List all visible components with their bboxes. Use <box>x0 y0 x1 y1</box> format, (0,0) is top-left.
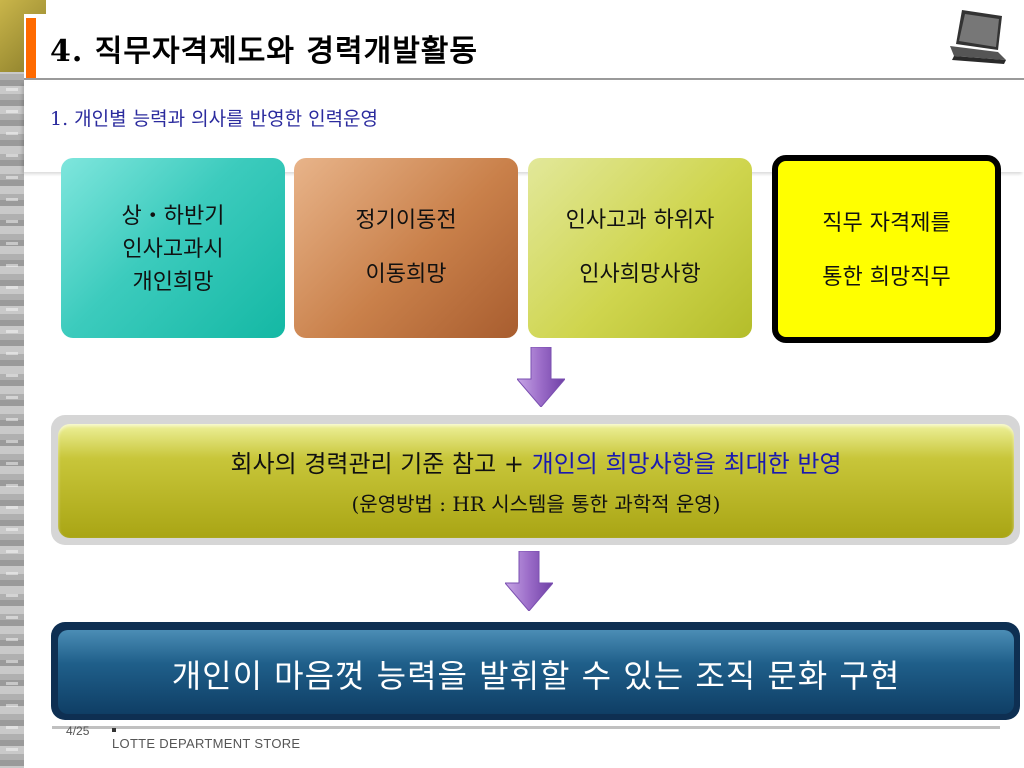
middle-box <box>58 424 1014 538</box>
laptop-icon <box>950 10 1006 64</box>
page-current: 4 <box>66 724 73 738</box>
down-arrow-icon <box>505 551 553 611</box>
left-decorative-strip <box>0 0 24 768</box>
middle-line-2: (운영방법 : HR 시스템을 통한 과학적 운영) <box>351 492 721 516</box>
box-1-line-2: 인사고과시 <box>122 237 224 262</box>
box-2-line-2: 이동희망 <box>365 262 447 287</box>
box-2-line-1: 정기이동전 <box>355 208 457 233</box>
box-job-qualification: 직무 자격제를 통한 희망직무 <box>772 155 1001 343</box>
brand-logo-text: LOTTE DEPARTMENT STORE <box>112 736 301 751</box>
down-arrow-icon <box>517 347 565 407</box>
box-3-line-2: 인사희망사항 <box>579 262 701 287</box>
page-total: /25 <box>72 724 90 738</box>
box-1-line-3: 개인희망 <box>132 270 214 295</box>
footer-bullet <box>112 728 116 732</box>
middle-line-1: 회사의 경력관리 기준 참고 + 개인의 희망사항을 최대한 반영 <box>58 444 1014 479</box>
box-semiannual-review: 상・하반기 인사고과시 개인희망 <box>61 158 285 338</box>
title-accent-bar <box>26 18 36 78</box>
box-3-line-1: 인사고과 하위자 <box>565 208 715 233</box>
title-bar <box>24 14 1024 80</box>
footer-divider <box>52 726 1000 729</box>
bottom-statement: 개인이 마음껏 능력을 발휘할 수 있는 조직 문화 구현 <box>171 657 901 695</box>
middle-line-1-part-2: 개인의 희망사항을 최대한 반영 <box>531 450 842 478</box>
page-number: 4/25 <box>66 724 89 738</box>
box-before-transfer: 정기이동전 이동희망 <box>294 158 518 338</box>
box-4-line-1: 직무 자격제를 <box>822 211 951 236</box>
page-title: 4. 직무자격제도와 경력개발활동 <box>50 34 479 69</box>
box-4-line-2: 통한 희망직무 <box>822 265 951 290</box>
box-low-performers: 인사고과 하위자 인사희망사항 <box>528 158 752 338</box>
title-divider <box>24 78 1024 80</box>
bottom-box <box>58 630 1014 714</box>
box-1-line-1: 상・하반기 <box>121 204 225 229</box>
middle-line-1-part-1: 회사의 경력관리 기준 참고 + <box>230 450 524 478</box>
section-subtitle: 1. 개인별 능력과 의사를 반영한 인력운영 <box>50 108 379 130</box>
